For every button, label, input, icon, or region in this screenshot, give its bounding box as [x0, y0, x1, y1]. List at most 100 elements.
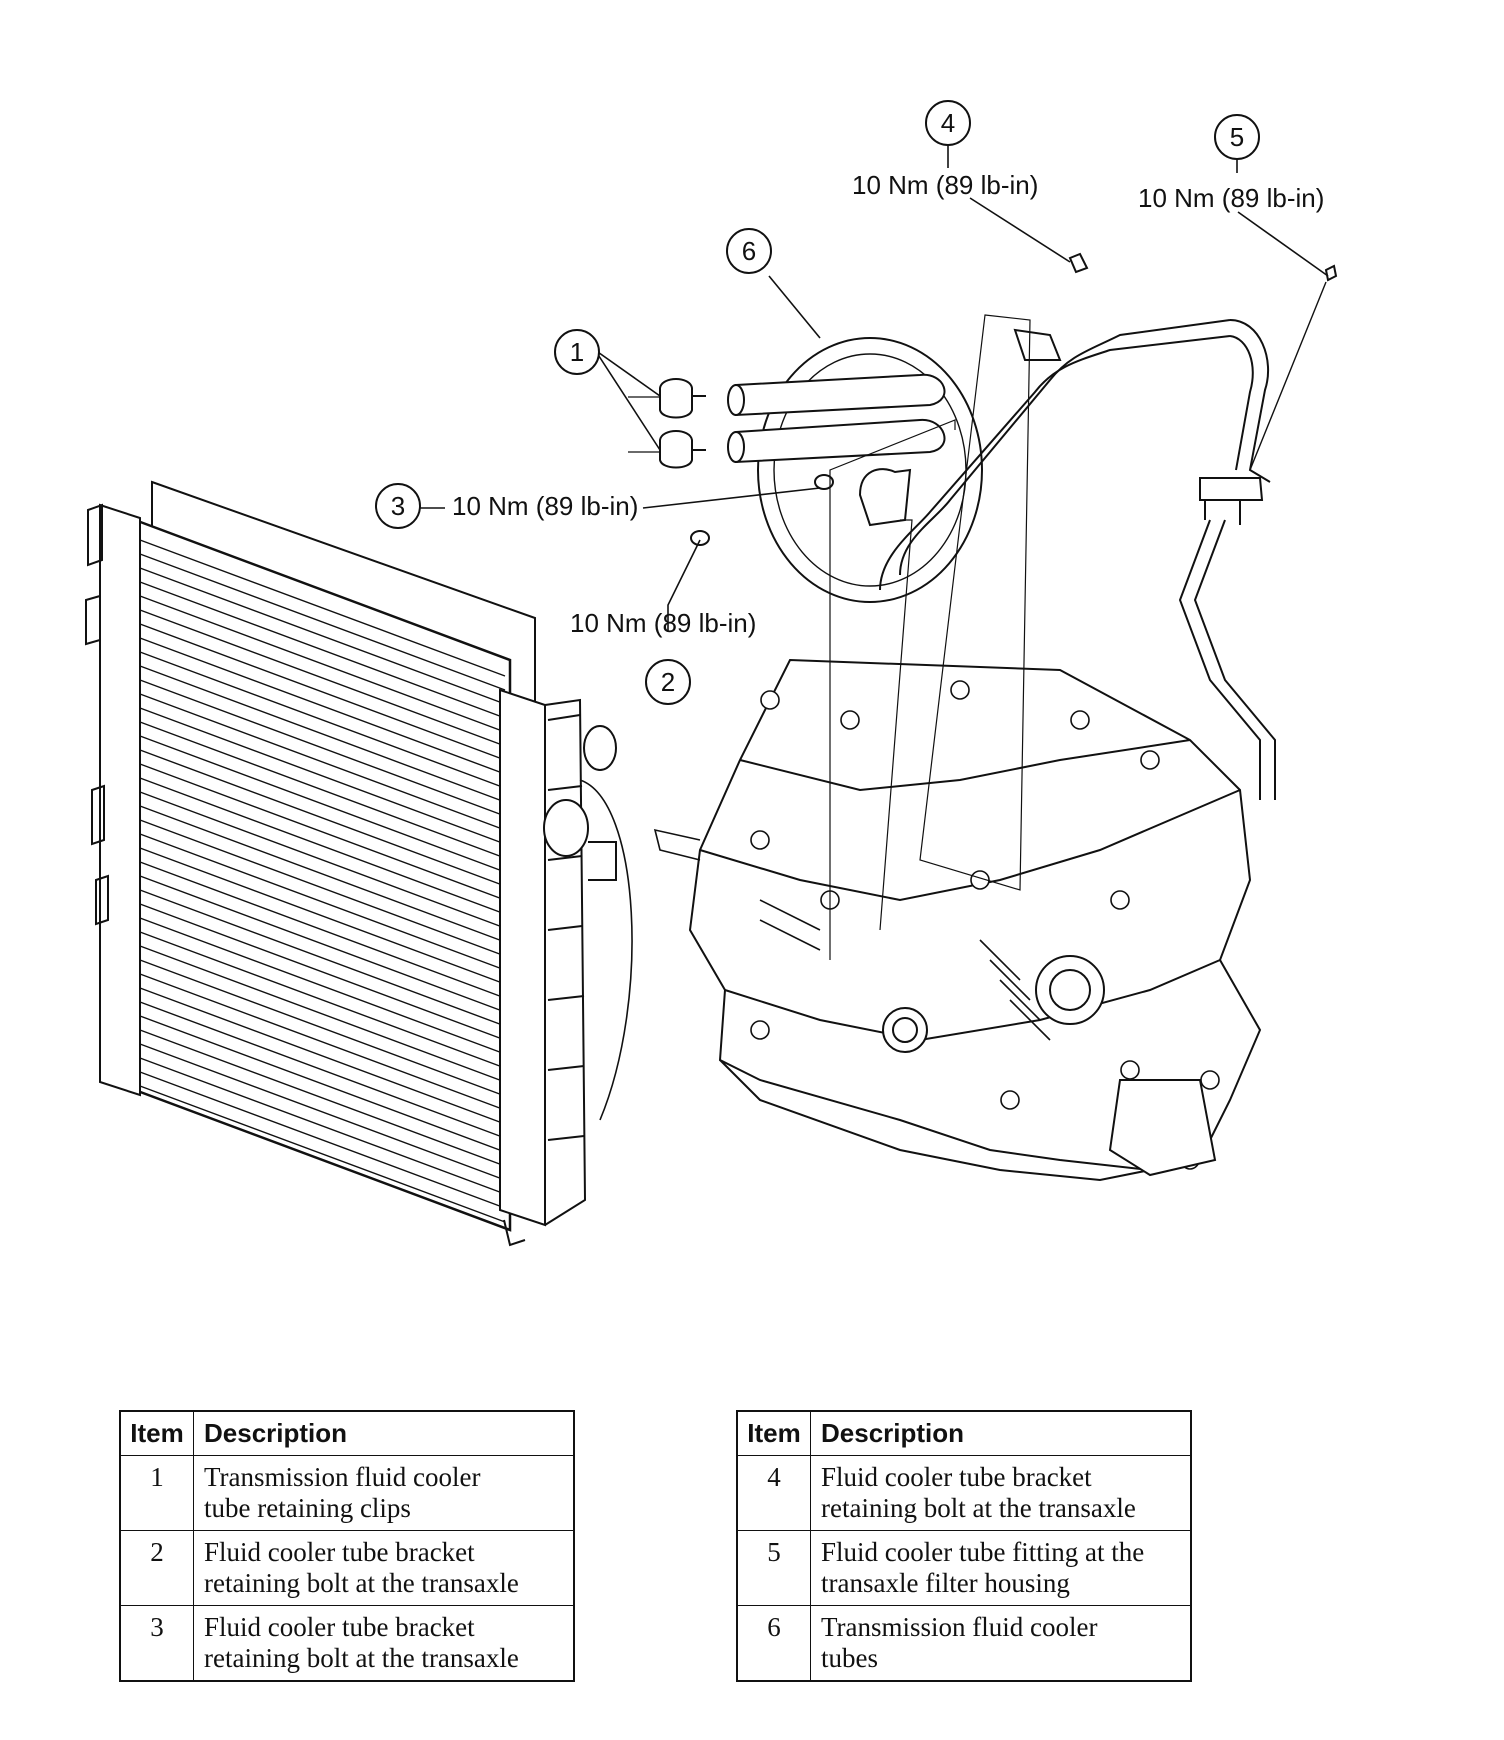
- description-line: tubes: [821, 1643, 878, 1673]
- header-description: Description: [810, 1410, 1192, 1456]
- tube-retaining-clips: [628, 378, 706, 469]
- radiator: [85, 480, 633, 1247]
- radiator-fin: [139, 665, 506, 803]
- radiator-fin: [139, 735, 506, 873]
- radiator-fin: [139, 651, 506, 789]
- header-description: Description: [193, 1410, 575, 1456]
- callout-5: 5 10 Nm (89 lb-in): [1138, 114, 1324, 213]
- description-line: retaining bolt at the transaxle: [204, 1643, 519, 1673]
- header-item: Item: [736, 1410, 811, 1456]
- radiator-fin: [139, 623, 506, 761]
- description-line: Fluid cooler tube bracket: [204, 1612, 475, 1642]
- description-line: Transmission fluid cooler: [821, 1612, 1098, 1642]
- legend-header-row: Item Description: [736, 1410, 1192, 1456]
- radiator-fin: [139, 861, 506, 999]
- description-line: Fluid cooler tube bracket: [821, 1462, 1092, 1492]
- radiator-fin: [139, 973, 506, 1111]
- radiator-fin: [139, 721, 506, 859]
- callout-number: 5: [1230, 122, 1244, 152]
- radiator-fin: [139, 777, 506, 915]
- exploded-view-diagram: 1 2 10 Nm (89 lb-in) 3 10 Nm (89 lb-in) …: [85, 100, 1338, 1247]
- callout-number: 1: [570, 337, 584, 367]
- description-line: transaxle filter housing: [821, 1568, 1070, 1598]
- radiator-fin: [139, 539, 506, 677]
- callout-number: 3: [391, 491, 405, 521]
- radiator-fin: [139, 903, 506, 1041]
- callout-3: 3 10 Nm (89 lb-in): [375, 483, 638, 529]
- radiator-fin: [139, 917, 506, 1055]
- legend-item-number: 1: [119, 1455, 194, 1531]
- radiator-fin: [139, 693, 506, 831]
- legend-item-number: 2: [119, 1530, 194, 1606]
- legend-item-number: 3: [119, 1605, 194, 1682]
- radiator-fin: [139, 987, 506, 1125]
- callout-4: 4 10 Nm (89 lb-in): [852, 100, 1038, 200]
- radiator-fin: [139, 581, 506, 719]
- radiator-fin: [139, 1057, 506, 1195]
- radiator-fin: [139, 1015, 506, 1153]
- radiator-fin: [139, 1071, 506, 1209]
- torque-label: 10 Nm (89 lb-in): [570, 608, 756, 638]
- radiator-fin: [139, 847, 506, 985]
- radiator-fin: [139, 791, 506, 929]
- callout-2: 2 10 Nm (89 lb-in): [570, 608, 756, 705]
- radiator-fin: [139, 595, 506, 733]
- description-line: Fluid cooler tube bracket: [204, 1537, 475, 1567]
- radiator-fin: [139, 679, 506, 817]
- description-line: retaining bolt at the transaxle: [204, 1568, 519, 1598]
- radiator-fin: [139, 763, 506, 901]
- callout-6: 6: [726, 228, 772, 274]
- radiator-fin: [139, 637, 506, 775]
- legend-item-number: 5: [736, 1530, 811, 1606]
- description-line: Transmission fluid cooler: [204, 1462, 481, 1492]
- callout-number: 4: [941, 108, 955, 138]
- torque-label: 10 Nm (89 lb-in): [452, 491, 638, 521]
- leader-lines: [420, 145, 1329, 960]
- legend-header-row: Item Description: [119, 1410, 575, 1456]
- description-line: retaining bolt at the transaxle: [821, 1493, 1136, 1523]
- radiator-fin: [139, 1001, 506, 1139]
- radiator-fin: [139, 749, 506, 887]
- radiator-fin: [139, 833, 506, 971]
- radiator-fin: [139, 567, 506, 705]
- description-line: tube retaining clips: [204, 1493, 411, 1523]
- header-item: Item: [119, 1410, 194, 1456]
- radiator-fin: [139, 875, 506, 1013]
- radiator-fin: [139, 945, 506, 1083]
- radiator-fin: [139, 931, 506, 1069]
- torque-label: 10 Nm (89 lb-in): [1138, 183, 1324, 213]
- radiator-fin: [139, 959, 506, 1097]
- radiator-fin: [139, 805, 506, 943]
- radiator-fin: [139, 1043, 506, 1181]
- radiator-fin: [139, 889, 506, 1027]
- fluid-cooler-tubes: [628, 252, 1338, 800]
- radiator-fin: [139, 609, 506, 747]
- radiator-fin: [139, 819, 506, 957]
- legend-item-number: 6: [736, 1605, 811, 1682]
- description-line: Fluid cooler tube fitting at the: [821, 1537, 1145, 1567]
- torque-label: 10 Nm (89 lb-in): [852, 170, 1038, 200]
- radiator-fin: [139, 707, 506, 845]
- callout-1: 1: [554, 329, 600, 375]
- callout-number: 6: [742, 236, 756, 266]
- legend-item-number: 4: [736, 1455, 811, 1531]
- callout-number: 2: [661, 667, 675, 697]
- radiator-fin: [139, 553, 506, 691]
- radiator-fin: [139, 1085, 506, 1223]
- radiator-fin: [139, 1029, 506, 1167]
- legend-table-right: Item Description 4 Fluid cooler tube bra…: [736, 1410, 1192, 1682]
- legend-table-left: Item Description 1 Transmission fluid co…: [119, 1410, 575, 1682]
- transaxle: [653, 658, 1262, 1182]
